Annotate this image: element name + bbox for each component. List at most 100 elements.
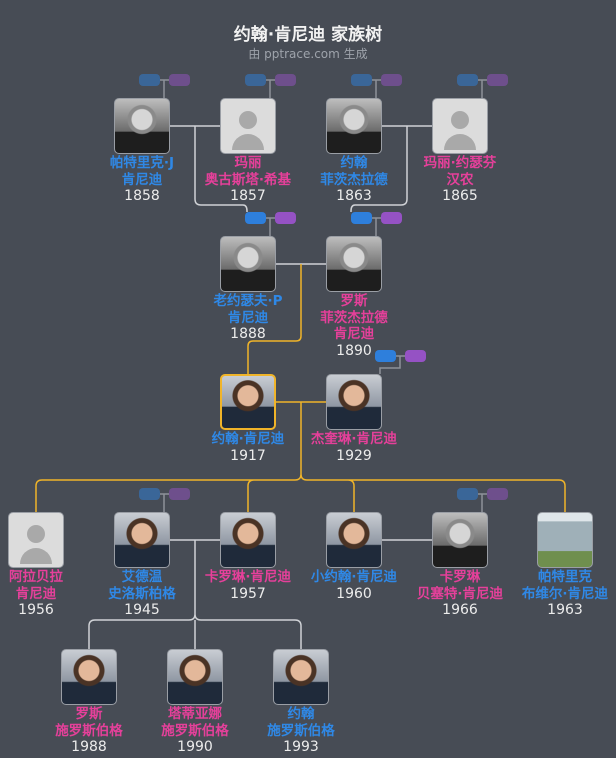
avatar-photo[interactable] bbox=[326, 98, 382, 154]
avatar-photo[interactable] bbox=[114, 98, 170, 154]
person-icon-head bbox=[451, 111, 469, 129]
avatar-photo[interactable] bbox=[537, 512, 593, 568]
birth-year: 1945 bbox=[124, 602, 160, 618]
person-name: 肯尼迪 bbox=[121, 171, 163, 188]
person-name: 杰奎琳·肯尼迪 bbox=[310, 431, 398, 447]
avatar-photo[interactable] bbox=[432, 512, 488, 568]
avatar-placeholder[interactable] bbox=[8, 512, 64, 568]
show-father-button[interactable] bbox=[457, 488, 478, 500]
avatar-photo[interactable] bbox=[114, 512, 170, 568]
birth-year: 1963 bbox=[547, 602, 583, 618]
person-name: 帕特里克·J bbox=[109, 155, 175, 171]
parent-button-stem bbox=[478, 493, 487, 512]
person-name: 卡罗琳 bbox=[439, 569, 481, 585]
person-name: 约翰·肯尼迪 bbox=[211, 431, 285, 447]
person-name: 施罗斯伯格 bbox=[161, 722, 229, 739]
birth-year: 1990 bbox=[177, 739, 213, 755]
person-name: 菲茨杰拉德 bbox=[320, 309, 388, 326]
birth-year: 1888 bbox=[230, 326, 266, 342]
show-mother-button[interactable] bbox=[275, 74, 296, 86]
person-icon-body bbox=[20, 548, 52, 564]
show-father-button[interactable] bbox=[139, 488, 160, 500]
parent-button-stem bbox=[266, 217, 275, 236]
person-name: 肯尼迪 bbox=[15, 585, 57, 602]
parent-button-stem bbox=[478, 79, 487, 98]
person-name: 罗斯 bbox=[340, 293, 368, 309]
parent-button-stem bbox=[266, 79, 275, 98]
avatar-placeholder[interactable] bbox=[220, 98, 276, 154]
show-mother-button[interactable] bbox=[381, 74, 402, 86]
parent-button-stem bbox=[160, 493, 169, 512]
birth-year: 1857 bbox=[230, 188, 266, 204]
avatar-photo[interactable] bbox=[273, 649, 329, 705]
parent-button-stem bbox=[379, 355, 405, 374]
show-mother-button[interactable] bbox=[405, 350, 426, 362]
birth-year: 1966 bbox=[442, 602, 478, 618]
avatar-photo[interactable] bbox=[220, 374, 276, 430]
person-name: 布维尔·肯尼迪 bbox=[521, 585, 609, 602]
avatar-photo[interactable] bbox=[61, 649, 117, 705]
avatar-photo[interactable] bbox=[326, 236, 382, 292]
person-name: 罗斯 bbox=[75, 706, 103, 722]
show-father-button[interactable] bbox=[457, 74, 478, 86]
person-name: 艾德温 bbox=[121, 569, 163, 585]
birth-year: 1993 bbox=[283, 739, 319, 755]
show-mother-button[interactable] bbox=[275, 212, 296, 224]
show-father-button[interactable] bbox=[245, 212, 266, 224]
page-title: 约翰·肯尼迪 家族树 bbox=[233, 25, 383, 45]
person-name: 约翰 bbox=[287, 706, 315, 722]
person-name: 肯尼迪 bbox=[227, 309, 269, 326]
person-name: 帕特里克 bbox=[538, 569, 592, 585]
show-mother-button[interactable] bbox=[487, 74, 508, 86]
parent-button-stem bbox=[372, 217, 381, 236]
parent-button-stem bbox=[160, 79, 169, 98]
person-name: 小约翰·肯尼迪 bbox=[310, 569, 398, 585]
person-name: 约翰 bbox=[340, 155, 368, 171]
avatar-photo[interactable] bbox=[326, 512, 382, 568]
show-mother-button[interactable] bbox=[169, 488, 190, 500]
avatar-photo[interactable] bbox=[326, 374, 382, 430]
avatar-photo[interactable] bbox=[220, 236, 276, 292]
show-mother-button[interactable] bbox=[487, 488, 508, 500]
birth-year: 1960 bbox=[336, 585, 372, 602]
avatar-photo[interactable] bbox=[167, 649, 223, 705]
show-father-button[interactable] bbox=[245, 74, 266, 86]
birth-year: 1863 bbox=[336, 188, 372, 204]
show-father-button[interactable] bbox=[351, 212, 372, 224]
birth-year: 1957 bbox=[230, 585, 266, 602]
person-name: 阿拉贝拉 bbox=[9, 569, 63, 585]
descent-line bbox=[194, 126, 248, 212]
show-mother-button[interactable] bbox=[381, 212, 402, 224]
person-name: 施罗斯伯格 bbox=[267, 722, 335, 739]
avatar-placeholder[interactable] bbox=[432, 98, 488, 154]
parent-button-stem bbox=[372, 79, 381, 98]
birth-year: 1865 bbox=[442, 188, 478, 204]
show-father-button[interactable] bbox=[351, 74, 372, 86]
person-name: 菲茨杰拉德 bbox=[320, 171, 388, 188]
birth-year: 1988 bbox=[71, 739, 107, 755]
show-father-button[interactable] bbox=[375, 350, 396, 362]
person-icon-body bbox=[444, 134, 476, 150]
show-father-button[interactable] bbox=[139, 74, 160, 86]
person-name: 玛丽 bbox=[234, 155, 262, 171]
avatar-photo[interactable] bbox=[220, 512, 276, 568]
show-mother-button[interactable] bbox=[169, 74, 190, 86]
person-name: 塔蒂亚娜 bbox=[168, 706, 222, 722]
